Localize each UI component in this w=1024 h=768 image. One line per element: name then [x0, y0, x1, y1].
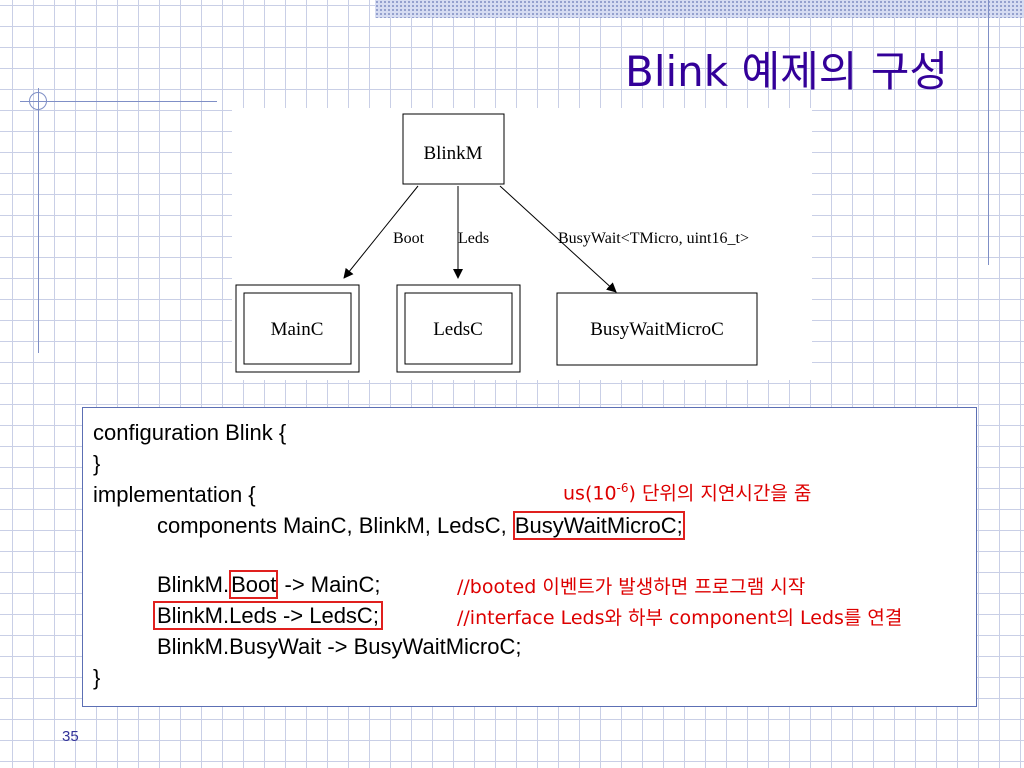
highlight-leds-wiring: BlinkM.Leds -> LedsC; [153, 601, 383, 630]
page-number: 35 [62, 728, 79, 745]
edge-label-boot: Boot [393, 230, 425, 247]
node-blinkm-label: BlinkM [423, 143, 482, 164]
code-line-components: components MainC, BlinkM, LedsC, BusyWai… [157, 511, 685, 540]
comment-busywait-delay: us(10-6) 단위의 지연시간을 줌 [563, 482, 811, 503]
comment-leds: //interface Leds와 하부 component의 Leds를 연결 [457, 607, 903, 629]
edge-boot-line [343, 185, 419, 279]
comment-boot: //booted 이벤트가 발생하면 프로그램 시작 [457, 576, 806, 598]
decorative-circle [29, 92, 47, 110]
decorative-line-right [988, 0, 989, 265]
top-decorative-band [375, 0, 1024, 18]
code-line-leds-wiring: BlinkM.Leds -> LedsC; [153, 601, 383, 630]
comment-busywait-exponent: -6 [616, 481, 629, 495]
code-line-busywait-wiring: BlinkM.BusyWait -> BusyWaitMicroC; [157, 634, 522, 659]
node-blinkm-box [402, 113, 505, 185]
code-line-implementation: implementation { [93, 482, 256, 507]
node-mainc-label: MainC [271, 319, 324, 340]
decorative-line-horizontal [20, 101, 217, 102]
component-diagram: Boot Leds BusyWait<TMicro, uint16_t> Bli… [232, 108, 812, 380]
node-ledsc-inner-box [404, 292, 513, 365]
comment-busywait-suffix: ) 단위의 지연시간을 줌 [628, 482, 812, 505]
decorative-line-vertical [38, 88, 39, 353]
edge-label-busywait: BusyWait<TMicro, uint16_t> [558, 230, 749, 247]
highlight-busywaitmicroc: BusyWaitMicroC; [512, 511, 685, 540]
edge-label-leds: Leds [458, 230, 489, 247]
code-line-boot-wiring: BlinkM.Boot -> MainC; [157, 570, 381, 599]
slide-title: Blink 예제의 구성 [625, 47, 948, 96]
node-mainc-inner-box [243, 292, 352, 365]
highlight-boot: Boot [229, 570, 279, 599]
code-line-configuration: configuration Blink { [93, 420, 287, 445]
comment-busywait-prefix: us(10 [563, 482, 617, 505]
boot-wiring-prefix: BlinkM. [157, 572, 230, 597]
boot-wiring-suffix: -> MainC; [278, 572, 381, 597]
code-box: configuration Blink { } implementation {… [82, 407, 977, 707]
node-busywaitmicroc-label: BusyWaitMicroC [590, 319, 724, 340]
code-line-close-brace-2: } [93, 665, 101, 690]
code-line-close-brace-1: } [93, 451, 101, 476]
node-ledsc-label: LedsC [433, 319, 483, 340]
node-busywaitmicroc-box [556, 292, 758, 366]
edge-busywait-line [499, 185, 617, 293]
components-text: components MainC, BlinkM, LedsC, [157, 513, 513, 538]
